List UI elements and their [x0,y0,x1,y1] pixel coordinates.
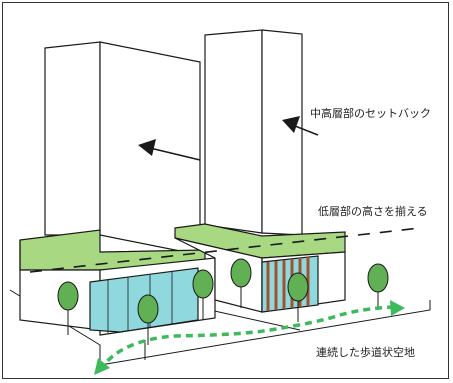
right-building [174,29,346,313]
left-tower-front [44,41,101,236]
tree-icon [57,281,79,335]
walkway-path [94,300,405,375]
tree-icon [230,258,252,308]
tree-icon [137,294,159,345]
left-building [19,41,216,336]
arrow-icon [390,300,405,316]
arrow-icon [94,358,110,375]
label-setback: 中高層部のセットバック [310,107,431,120]
right-podium-left [174,237,263,313]
setback-arrow-left [138,139,201,161]
arrow-icon [138,139,156,156]
label-walkway: 連続した歩道状空地 [316,346,415,359]
tree-icon [287,272,309,322]
trees [57,258,389,345]
tree-icon [192,269,214,320]
diagram-frame [2,2,449,379]
tree-icon [367,263,389,310]
right-tower-side [261,29,303,236]
arrow-icon [282,116,300,133]
right-tower-front [204,29,263,234]
label-lowrise-height: 低層部の高さを揃える [318,205,428,218]
setback-arrow-right [282,116,319,136]
